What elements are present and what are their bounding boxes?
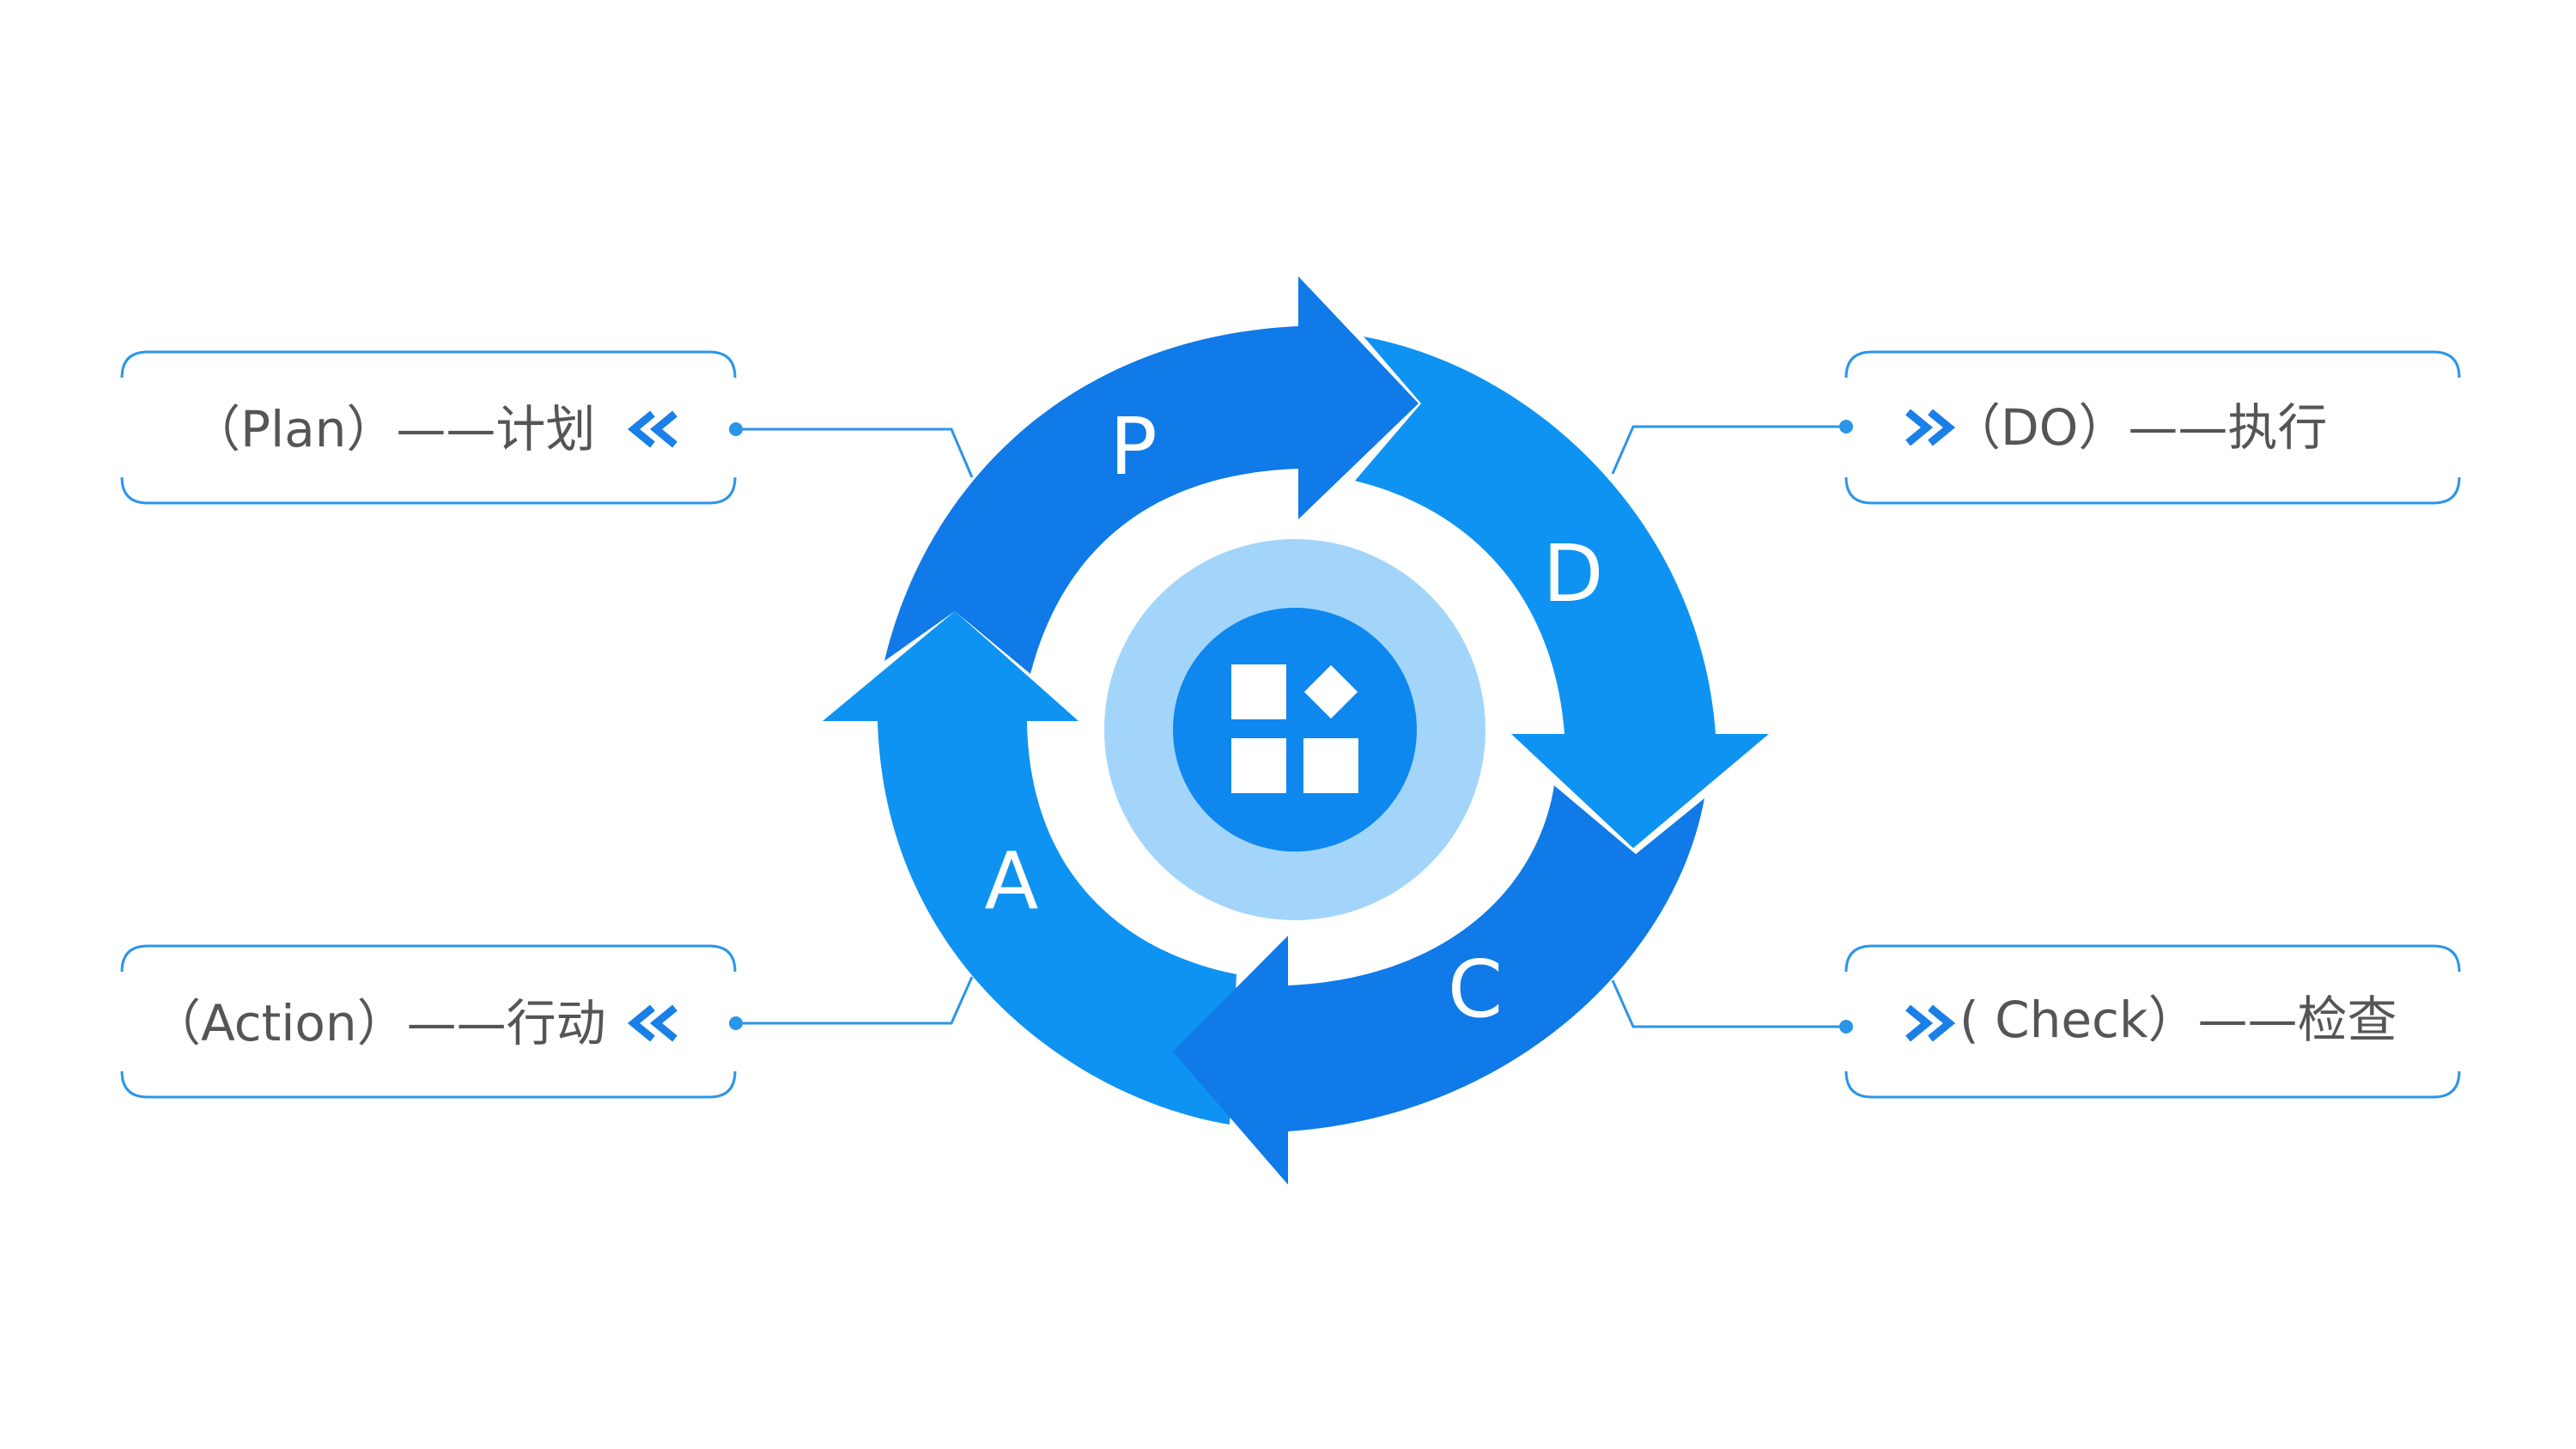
plan-label-box: （Plan）——计划 (120, 350, 737, 505)
double-chevron-right-icon (1905, 1004, 1956, 1042)
check-connector (1611, 979, 1846, 1028)
action-label: （Action）——行动 (151, 994, 606, 1052)
do-arrow (1355, 336, 1769, 848)
plan-connector (736, 427, 974, 478)
plan-arrow (884, 276, 1419, 674)
do-label: （DO）——执行 (1951, 398, 2327, 457)
cycle-ring (823, 276, 1769, 1185)
action-letter: A (985, 835, 1039, 927)
action-connector (736, 976, 974, 1025)
action-label-box: （Action）——行动 (120, 944, 737, 1099)
check-letter: C (1448, 943, 1503, 1035)
action-arrow (823, 611, 1236, 1125)
center-inner-circle (1173, 608, 1417, 852)
do-label-box: （DO）——执行 (1844, 350, 2461, 505)
check-label-box: ( Check）——检查 (1844, 944, 2461, 1099)
connector-dots (729, 420, 1853, 1034)
double-chevron-left-icon (627, 1004, 677, 1042)
do-letter: D (1543, 528, 1604, 620)
do-connector (1611, 425, 1846, 475)
check-label: ( Check）——检查 (1959, 991, 2397, 1049)
app-grid-icon (1231, 664, 1358, 793)
plan-label: （Plan）——计划 (191, 400, 595, 458)
double-chevron-right-icon (1905, 409, 1956, 446)
connectors (736, 425, 1846, 1028)
double-chevron-left-icon (627, 410, 677, 448)
check-arrow (1173, 785, 1704, 1185)
plan-letter: P (1109, 401, 1157, 493)
